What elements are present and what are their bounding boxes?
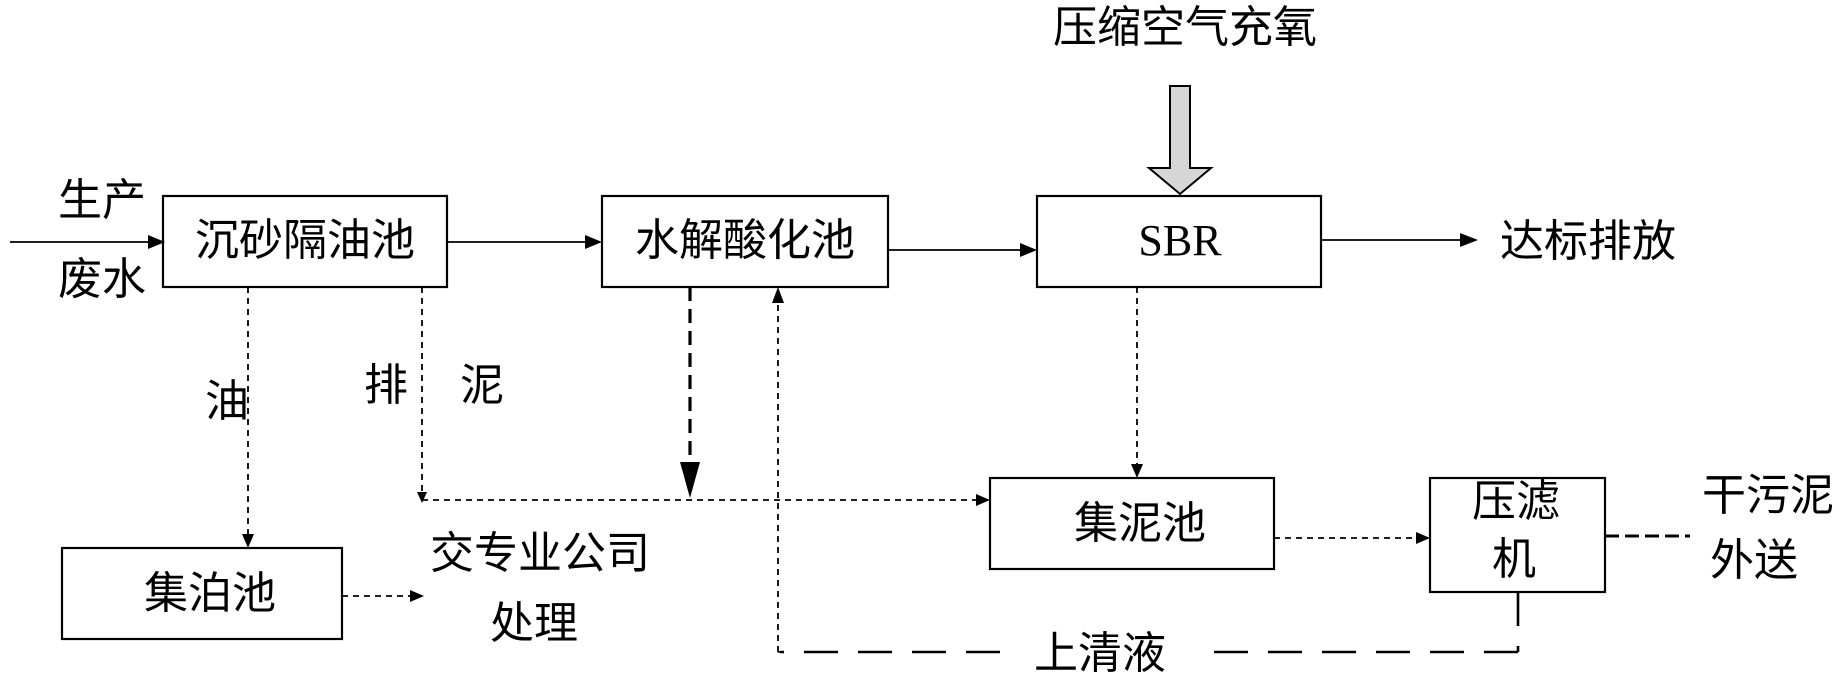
sludge-tank-box xyxy=(988,476,1276,571)
sludge-flow-lines xyxy=(242,287,1690,602)
label-input-2: 废水 xyxy=(58,254,146,305)
label-air: 压缩空气充氧 xyxy=(1053,2,1317,53)
label-oil: 油 xyxy=(205,376,249,427)
grit-oil-tank-box xyxy=(161,194,449,289)
hydrolysis-sludge-line xyxy=(680,287,700,498)
label-supernatant: 上清液 xyxy=(1034,628,1166,679)
label-company-1: 交专业公司 xyxy=(430,528,650,579)
label-sludge-b: 泥 xyxy=(460,360,504,411)
node-label-grit-oil-tank: 沉砂隔油池 xyxy=(195,215,415,266)
main-flow-lines xyxy=(10,233,1478,257)
air-inlet-arrow xyxy=(1146,85,1214,196)
label-dry-sludge-2: 外送 xyxy=(1710,535,1798,586)
label-input-1: 生产 xyxy=(58,175,146,226)
node-label-filter-press-1: 压滤 xyxy=(1472,476,1560,527)
node-label-sbr: SBR xyxy=(1138,216,1222,265)
node-label-filter-press-2: 机 xyxy=(1492,534,1536,585)
node-label-sludge-tank: 集泥池 xyxy=(1074,498,1206,549)
node-label-hydrolysis-tank: 水解酸化池 xyxy=(635,215,855,266)
label-company-2: 处理 xyxy=(490,598,578,649)
oil-tank-box xyxy=(60,546,344,641)
label-sludge-a: 排 xyxy=(364,360,408,411)
supernatant-return-line xyxy=(772,287,1520,654)
supernatant-label-bg xyxy=(1000,628,1200,684)
label-dry-sludge-1: 干污泥 xyxy=(1702,470,1834,521)
node-label-oil-tank: 集泊池 xyxy=(144,568,276,619)
sbr-box xyxy=(1035,194,1323,289)
label-discharge: 达标排放 xyxy=(1500,216,1676,267)
hydrolysis-tank-box xyxy=(600,194,890,289)
